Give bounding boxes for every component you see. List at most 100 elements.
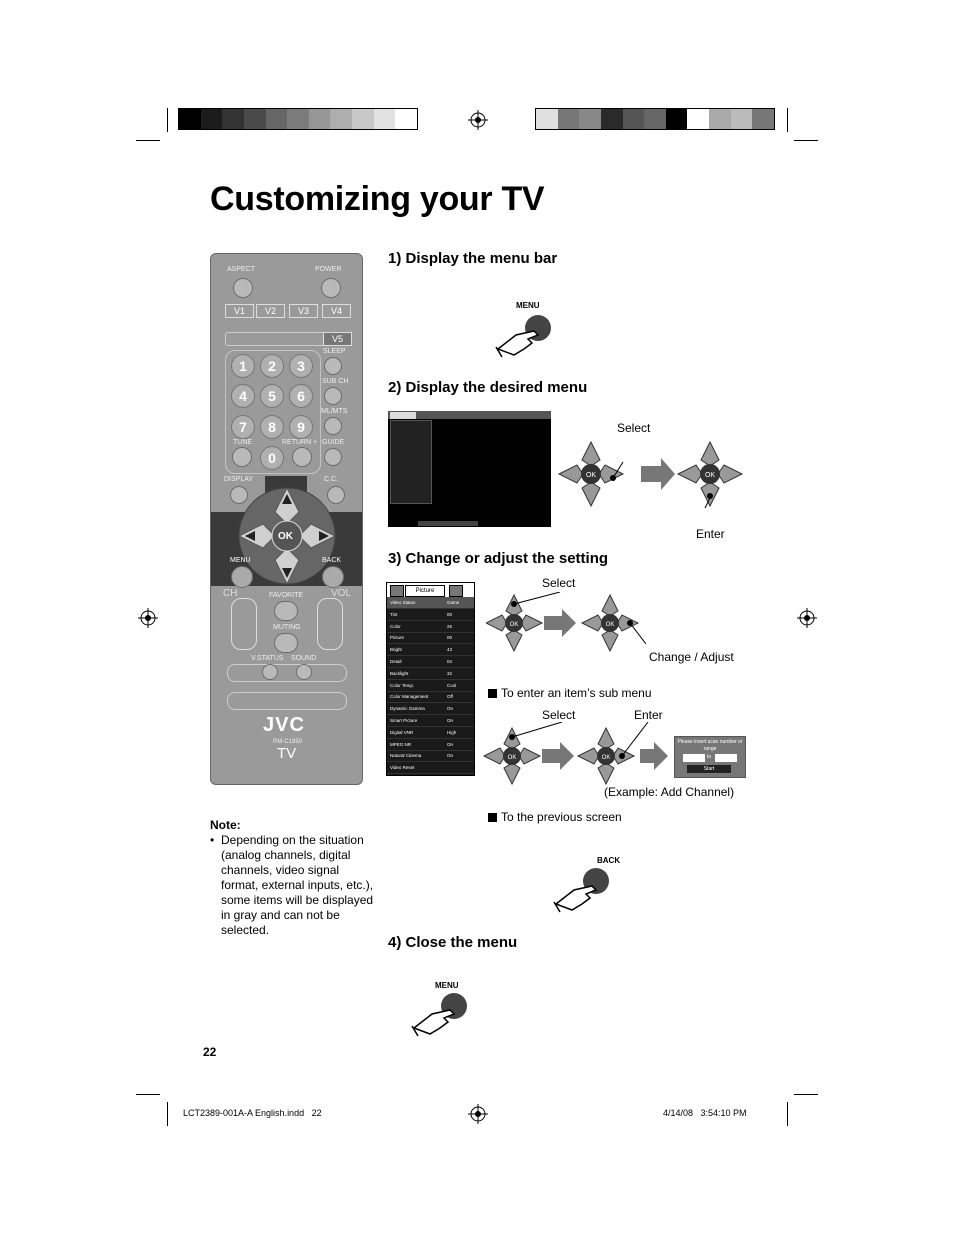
ok-button[interactable]: OK xyxy=(278,531,293,542)
remote-label-back: BACK xyxy=(322,557,342,564)
sleep-button[interactable] xyxy=(324,357,342,375)
page-number: 22 xyxy=(203,1045,217,1059)
add-channel-dialog: Please insert scan number or range to St… xyxy=(674,736,746,778)
digit-5-button[interactable]: 5 xyxy=(260,384,284,408)
back-button[interactable] xyxy=(322,566,344,588)
change-adjust-label: Change / Adjust xyxy=(649,650,734,664)
picture-menu-item-name: MPEG NR xyxy=(390,741,412,747)
step-3-heading: 3) Change or adjust the setting xyxy=(388,550,609,567)
sub-enter-label: Enter xyxy=(634,708,663,722)
direction-pad[interactable] xyxy=(237,484,337,592)
sub-menu-text: To enter an item’s sub menu xyxy=(501,686,652,700)
square-bullet-icon xyxy=(488,813,497,822)
v3-button[interactable]: V3 xyxy=(289,304,318,318)
menu-button[interactable] xyxy=(231,566,253,588)
jvc-logo: JVC xyxy=(263,714,305,736)
picture-menu-item-value: Game xyxy=(447,600,460,605)
picture-menu-row[interactable]: Color Management Off xyxy=(387,691,474,704)
adjust-pad-diagram: OK OK xyxy=(486,592,646,653)
digit-9-button[interactable]: 9 xyxy=(289,415,313,439)
digit-3-button[interactable]: 3 xyxy=(289,354,313,378)
menu-bar-screen xyxy=(388,411,551,527)
remote-label-guide: GUIDE xyxy=(322,439,345,446)
vstatus-button[interactable] xyxy=(262,664,278,680)
display-button[interactable] xyxy=(230,486,248,504)
remote-label-sound: SOUND xyxy=(291,655,317,662)
picture-menu-row[interactable]: Picture 00 xyxy=(387,632,474,645)
v5-button[interactable]: V5 xyxy=(323,332,352,346)
muting-button[interactable] xyxy=(274,633,298,653)
remote-label-aspect: ASPECT xyxy=(227,266,256,273)
volume-rocker[interactable] xyxy=(317,598,343,650)
aspect-button[interactable] xyxy=(233,278,253,298)
sub-menu-instruction: To enter an item’s sub menu xyxy=(488,686,652,700)
remote-label-power: POWER xyxy=(315,266,342,273)
step-2-heading: 2) Display the desired menu xyxy=(388,379,588,396)
svg-text:OK: OK xyxy=(510,622,519,628)
picture-menu-item-name: Color Management xyxy=(390,694,429,700)
pressing-hand-icon xyxy=(411,993,467,1037)
favorite-button[interactable] xyxy=(274,601,298,621)
crop-mark xyxy=(794,1094,818,1095)
start-button[interactable]: Start xyxy=(687,765,731,773)
picture-menu-item-name: Picture xyxy=(390,635,405,641)
remote-label-display: DISPLAY xyxy=(224,476,254,483)
remote-label-favorite: FAVORITE xyxy=(269,592,304,599)
scan-to-input[interactable] xyxy=(715,754,737,762)
guide-button[interactable] xyxy=(324,448,342,466)
digit-4-button[interactable]: 4 xyxy=(231,384,255,408)
digit-0-button[interactable]: 0 xyxy=(260,446,284,470)
picture-menu-item-value: Off xyxy=(447,694,453,700)
crop-mark xyxy=(787,108,788,132)
svg-text:OK: OK xyxy=(508,755,517,761)
picture-menu-item-value: 00 xyxy=(447,635,453,641)
picture-menu-row[interactable]: Video Reset xyxy=(387,762,474,775)
v2-button[interactable]: V2 xyxy=(256,304,285,318)
picture-menu-item-value: On xyxy=(447,753,454,759)
remote-label-ch: CH xyxy=(223,588,238,599)
power-button[interactable] xyxy=(321,278,341,298)
sub-ch-button[interactable] xyxy=(324,387,342,405)
ml-mts-button[interactable] xyxy=(324,417,342,435)
channel-rocker[interactable] xyxy=(231,598,257,650)
pressing-hand-icon xyxy=(553,868,609,913)
registration-target-icon xyxy=(468,1104,488,1124)
remote-label-vol: VOL xyxy=(331,588,352,599)
v1-button[interactable]: V1 xyxy=(225,304,254,318)
picture-menu-item-name: Video Reset xyxy=(390,765,415,771)
v4-button[interactable]: V4 xyxy=(322,304,351,318)
picture-menu-item-value: 25 xyxy=(447,623,453,629)
digit-7-button[interactable]: 7 xyxy=(231,415,255,439)
return-button[interactable] xyxy=(292,447,312,467)
picture-menu-item-value: High xyxy=(447,729,457,735)
tune-button[interactable] xyxy=(232,447,252,467)
pressing-hand-icon xyxy=(495,315,551,358)
color-button-row[interactable] xyxy=(227,692,347,710)
registration-bar-left xyxy=(178,108,418,130)
sound-button[interactable] xyxy=(296,664,312,680)
picture-menu-row[interactable]: Color Temp.Cool xyxy=(387,680,474,692)
registration-target-icon xyxy=(797,608,817,628)
digit-1-button[interactable]: 1 xyxy=(231,354,255,378)
digit-6-button[interactable]: 6 xyxy=(289,384,313,408)
scan-from-input[interactable] xyxy=(683,754,705,762)
digit-8-button[interactable]: 8 xyxy=(260,415,284,439)
crop-mark xyxy=(167,1102,168,1126)
picture-tab[interactable]: Picture xyxy=(405,585,445,597)
digit-2-button[interactable]: 2 xyxy=(260,354,284,378)
settings-tab-icon[interactable] xyxy=(449,585,463,597)
picture-menu-item-name: Detail xyxy=(390,659,402,664)
cc-button[interactable] xyxy=(327,486,345,504)
